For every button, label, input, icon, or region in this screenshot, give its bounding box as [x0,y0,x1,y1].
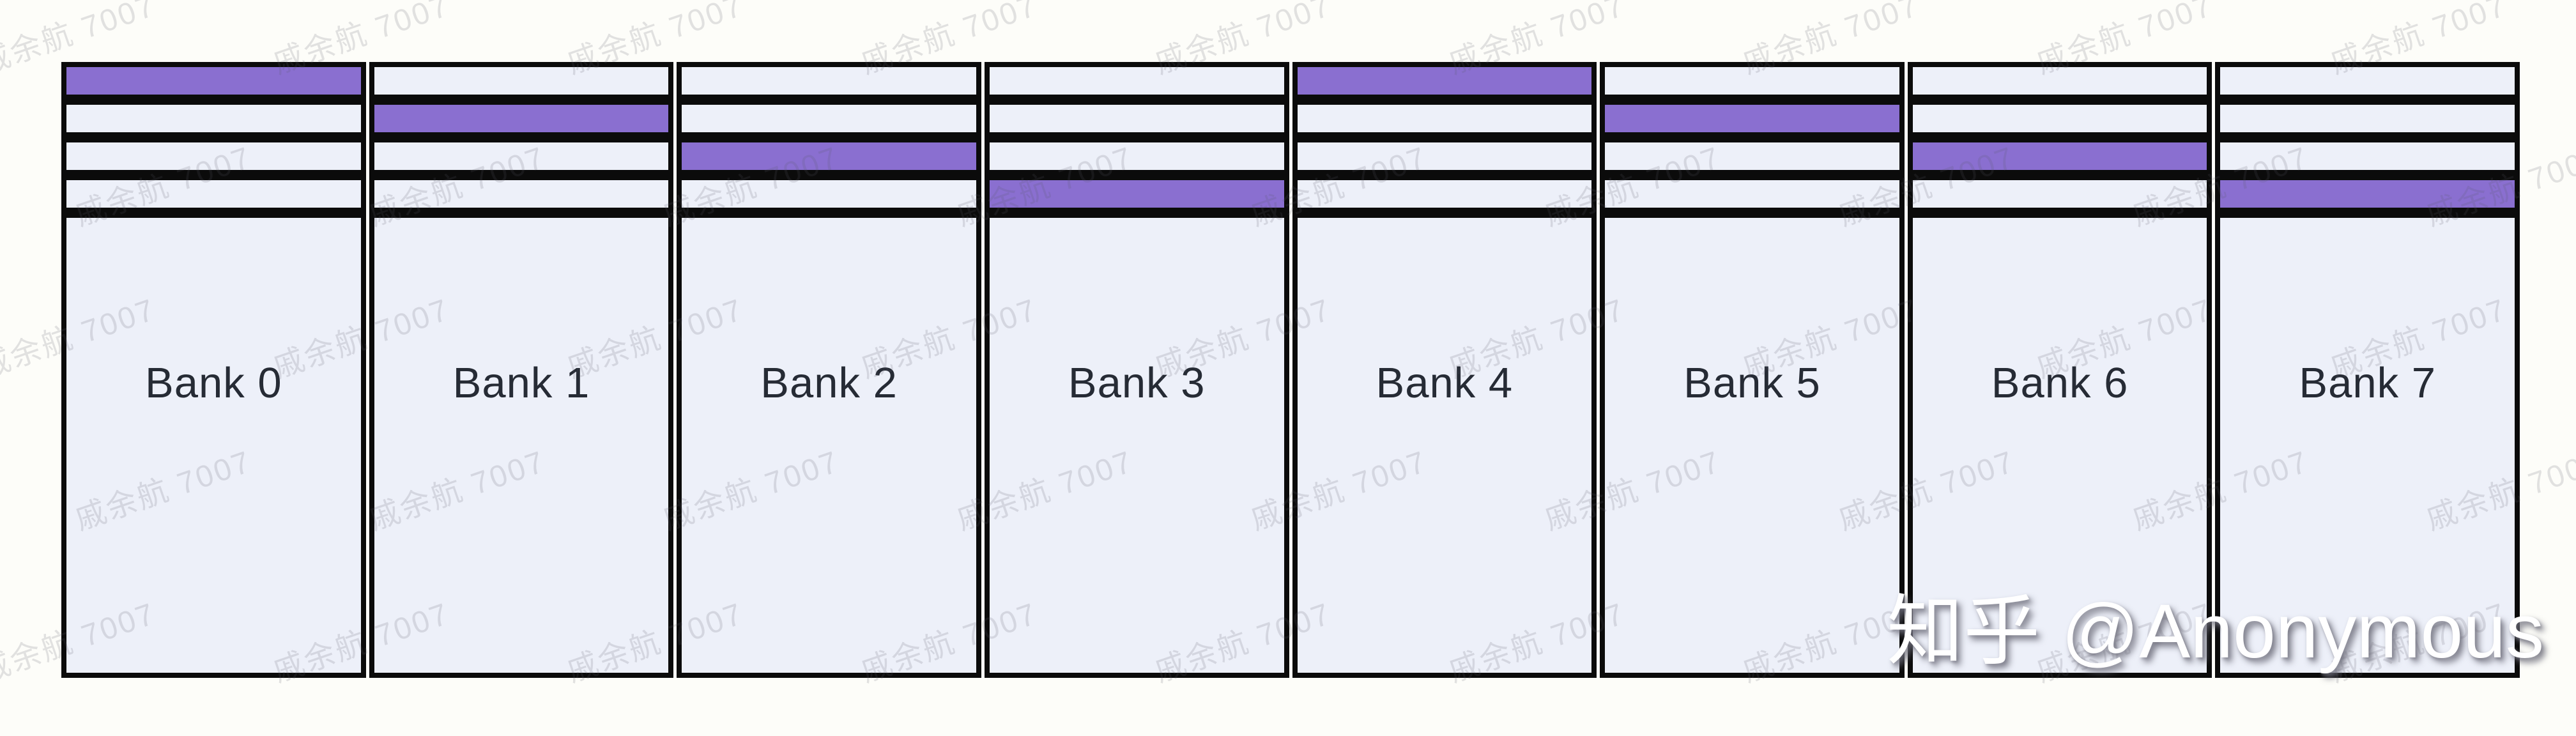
bank-body: Bank 6 [1907,213,2212,678]
bank-body: Bank 5 [1600,213,1905,678]
bank-row-highlighted [61,62,366,100]
bank-row [2215,137,2520,175]
bank-row [677,100,981,137]
bank-label: Bank 0 [145,359,282,407]
bank-row-highlighted [1292,62,1597,100]
bank-row [1600,62,1905,100]
bank-column: Bank 2 [677,62,981,678]
bank-label: Bank 5 [1683,359,1821,407]
bank-label: Bank 3 [1068,359,1206,407]
bank-row [61,137,366,175]
bank-column: Bank 5 [1600,62,1905,678]
bank-row-group [61,62,366,213]
bank-label: Bank 7 [2299,359,2436,407]
bank-body: Bank 7 [2215,213,2520,678]
bank-row-highlighted [1600,100,1905,137]
bank-row [61,100,366,137]
bank-row [2215,100,2520,137]
bank-row [369,175,674,213]
bank-row-highlighted [1907,137,2212,175]
bank-row-group [1600,62,1905,213]
bank-row [1600,175,1905,213]
bank-row [1292,175,1597,213]
bank-row [2215,62,2520,100]
bank-row [1907,100,2212,137]
bank-row [984,137,1289,175]
bank-row-group [2215,62,2520,213]
bank-column: Bank 6 [1907,62,2212,678]
bank-body: Bank 2 [677,213,981,678]
bank-body: Bank 1 [369,213,674,678]
bank-row-highlighted [2215,175,2520,213]
bank-row [1907,175,2212,213]
bank-row-highlighted [369,100,674,137]
bank-row-highlighted [984,175,1289,213]
bank-body: Bank 4 [1292,213,1597,678]
bank-row [677,175,981,213]
bank-row-group [1292,62,1597,213]
bank-row [1907,62,2212,100]
bank-row [1600,137,1905,175]
bank-row [1292,137,1597,175]
bank-column: Bank 3 [984,62,1289,678]
bank-column: Bank 1 [369,62,674,678]
bank-row-highlighted [677,137,981,175]
bank-column: Bank 7 [2215,62,2520,678]
bank-row [61,175,366,213]
bank-label: Bank 4 [1376,359,1514,407]
bank-body: Bank 3 [984,213,1289,678]
bank-body: Bank 0 [61,213,366,678]
bank-row-group [677,62,981,213]
bank-diagram: Bank 0 Bank 1 Bank 2 Bank 3 Bank 4 Bank … [61,62,2520,678]
bank-column: Bank 4 [1292,62,1597,678]
bank-label: Bank 6 [1991,359,2129,407]
bank-label: Bank 2 [760,359,898,407]
bank-row [984,62,1289,100]
bank-label: Bank 1 [452,359,590,407]
bank-row [1292,100,1597,137]
bank-row-group [1907,62,2212,213]
bank-column: Bank 0 [61,62,366,678]
bank-row [984,100,1289,137]
bank-row-group [984,62,1289,213]
bank-row [369,62,674,100]
bank-row-group [369,62,674,213]
bank-row [677,62,981,100]
bank-row [369,137,674,175]
